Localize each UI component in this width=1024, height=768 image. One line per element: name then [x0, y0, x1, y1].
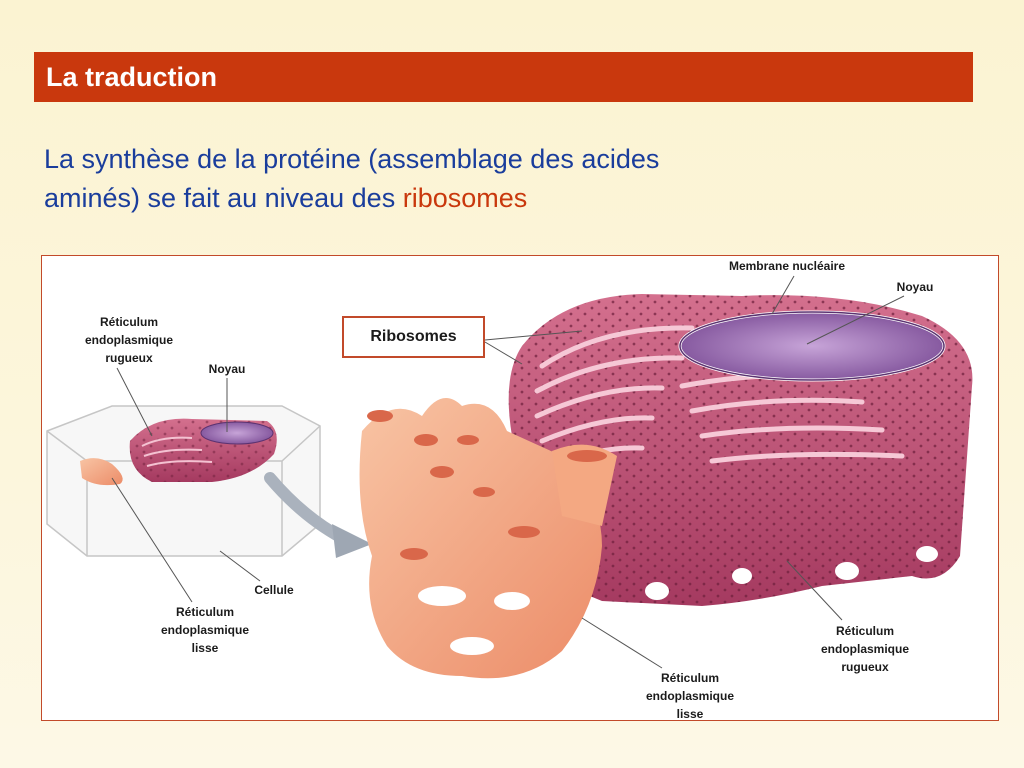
intro-highlight-ribosomes: ribosomes	[402, 183, 528, 213]
intro-line-1: La synthèse de la protéine (assemblage d…	[44, 144, 660, 174]
right-rel-label-l3: lisse	[677, 707, 704, 720]
right-rel-label-l2: endoplasmique	[646, 689, 734, 703]
left-rer-label-l3: rugueux	[105, 351, 153, 365]
title-bar: La traduction	[34, 52, 973, 102]
right-rer-label-l2: endoplasmique	[821, 642, 909, 656]
ribosomes-label: Ribosomes	[370, 328, 457, 345]
left-rel-label-l2: endoplasmique	[161, 623, 249, 637]
intro-line-2: aminés) se fait au niveau des ribosomes	[44, 179, 944, 218]
right-noyau-label: Noyau	[897, 280, 934, 294]
slide-title: La traduction	[46, 62, 218, 92]
left-rel-label-l3: lisse	[192, 641, 219, 655]
right-rer-label-l1: Réticulum	[836, 624, 894, 638]
smooth-er-illustration	[359, 398, 617, 679]
rough-er-illustration	[508, 294, 973, 606]
right-membrane-label: Membrane nucléaire	[729, 259, 845, 273]
left-cellule-label: Cellule	[254, 583, 294, 597]
left-labels: Réticulum endoplasmique rugueux Noyau Ce…	[85, 315, 294, 655]
zoom-arrow	[264, 472, 372, 558]
left-rel-label-l1: Réticulum	[176, 605, 234, 619]
right-labels: Membrane nucléaire Noyau Réticulum endop…	[484, 259, 934, 720]
left-rer-label-l1: Réticulum	[100, 315, 158, 329]
right-rer-label-l3: rugueux	[841, 660, 889, 674]
left-rer-label-l2: endoplasmique	[85, 333, 173, 347]
left-noyau-label: Noyau	[209, 362, 246, 376]
ribosomes-label-box: Ribosomes	[342, 316, 485, 358]
right-rel-label-l1: Réticulum	[661, 671, 719, 685]
er-diagram-svg: Réticulum endoplasmique rugueux Noyau Ce…	[46, 259, 973, 720]
intro-text: La synthèse de la protéine (assemblage d…	[44, 140, 944, 218]
intro-line-2-prefix: aminés) se fait au niveau des	[44, 183, 403, 213]
er-diagram-figure: Réticulum endoplasmique rugueux Noyau Ce…	[41, 255, 999, 721]
